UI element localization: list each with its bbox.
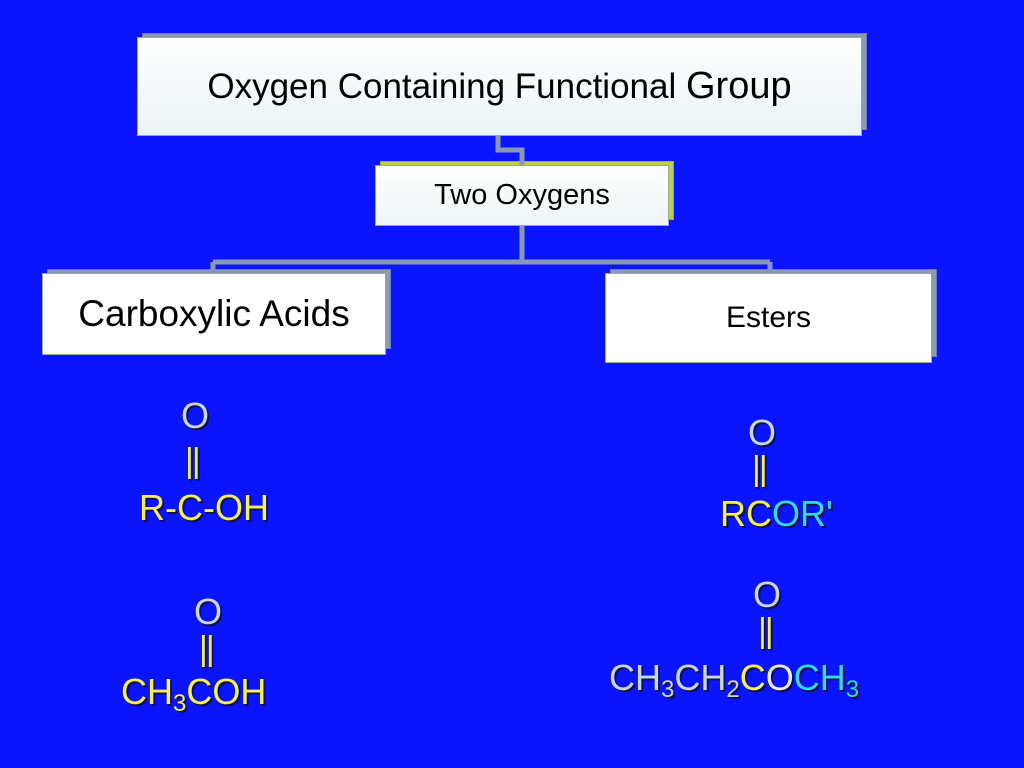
- title-text: Oxygen Containing Functional: [207, 66, 677, 106]
- ester-general-rc: RC: [720, 493, 772, 534]
- node-carboxylic-acids-label: Carboxylic Acids: [78, 293, 350, 334]
- ester-example-ch-3: CH: [793, 657, 846, 698]
- acid-example-oxygen: O: [194, 591, 223, 632]
- ester-example-sub-2: 2: [726, 676, 740, 703]
- acid-example-formula: CH3COH: [121, 674, 266, 716]
- acid-example-ch: CH: [121, 671, 173, 712]
- acid-general-oxygen: O: [181, 395, 210, 436]
- acid-example-double-bond: ||: [199, 630, 215, 668]
- ester-example-o: O: [765, 657, 794, 698]
- ester-general-double-bond: ||: [752, 450, 768, 488]
- ester-general-formula: RCOR': [720, 496, 833, 532]
- node-two-oxygens-label: Two Oxygens: [434, 179, 610, 211]
- acid-example-sub-3: 3: [173, 690, 187, 717]
- connector-title-to-two-oxygens: [495, 136, 525, 165]
- node-esters: Esters: [605, 269, 937, 363]
- ester-example-ch-1: CH: [609, 657, 661, 698]
- acid-general-formula: R-C-OH: [139, 487, 269, 528]
- ester-example-sub-3b: 3: [845, 676, 860, 703]
- node-esters-label: Esters: [725, 301, 812, 334]
- node-carboxylic-acids: Carboxylic Acids: [42, 269, 391, 355]
- ester-general-or: OR': [772, 493, 833, 534]
- ester-example-formula: CH3CH2COCH3: [609, 660, 859, 702]
- ester-example-ch-2: CH: [674, 657, 727, 698]
- ester-general-oxygen: O: [748, 412, 777, 453]
- root-node-title: Oxygen Containing Functional Group: [137, 33, 867, 136]
- ester-example-double-bond: ||: [758, 612, 774, 650]
- ester-example-c: C: [739, 657, 766, 698]
- ester-example-sub-3a: 3: [661, 676, 675, 703]
- acid-general-double-bond: ||: [185, 442, 201, 480]
- ester-example-oxygen: O: [753, 574, 782, 615]
- title-text-last: Group: [686, 65, 792, 107]
- node-two-oxygens: Two Oxygens: [375, 161, 674, 226]
- acid-example-coh: COH: [186, 671, 267, 712]
